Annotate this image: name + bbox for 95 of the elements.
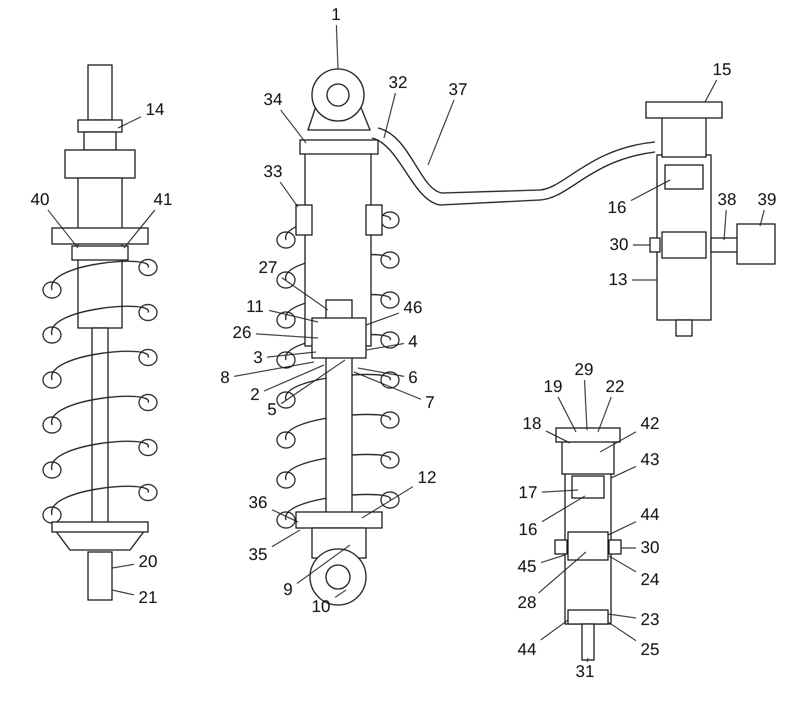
leader-line	[586, 658, 588, 662]
callout-number: 42	[640, 415, 660, 433]
callout-number: 19	[544, 378, 562, 396]
callout-number: 3	[253, 349, 263, 367]
leader-line	[538, 552, 586, 594]
leader-line	[366, 343, 404, 350]
leader-line	[724, 210, 727, 240]
leader-line	[630, 180, 670, 202]
callout-number: 35	[248, 546, 268, 564]
callout-number: 25	[640, 641, 660, 659]
callout-number: 5	[267, 401, 277, 419]
callout-number: 31	[576, 663, 594, 681]
callout-number: 15	[712, 61, 732, 79]
leader-line	[334, 590, 346, 598]
leader-line	[610, 466, 636, 478]
leader-line	[384, 92, 396, 138]
callout-number: 14	[146, 101, 164, 119]
callout-number: 4	[408, 333, 418, 351]
leader-line	[282, 277, 328, 310]
leader-line	[608, 614, 636, 618]
leader-line	[47, 210, 78, 248]
callout-number: 20	[138, 553, 158, 571]
leader-line	[280, 110, 306, 144]
callout-number: 6	[408, 369, 418, 387]
callout-number: 10	[312, 598, 330, 616]
callout-number: 22	[606, 378, 624, 396]
leader-line	[336, 24, 338, 70]
leader-line	[632, 244, 650, 246]
callout-number: 9	[283, 581, 293, 599]
leader-line	[256, 333, 318, 338]
callout-number: 43	[640, 451, 660, 469]
callout-number: 29	[574, 361, 594, 379]
leader-line	[280, 360, 346, 404]
callout-number: 24	[640, 571, 660, 589]
callout-number: 12	[418, 469, 436, 487]
callout-number: 8	[220, 369, 230, 387]
callout-number: 30	[640, 539, 660, 557]
callout-number: 23	[640, 611, 660, 629]
callout-number: 36	[248, 494, 268, 512]
leader-line	[280, 182, 298, 208]
callout-number: 41	[154, 191, 172, 209]
leader-line	[366, 312, 400, 326]
leader-line	[760, 210, 765, 226]
leader-line	[608, 521, 636, 536]
leader-line	[118, 116, 142, 128]
remote-reservoir-drawing	[372, 101, 776, 337]
callout-number: 39	[758, 191, 776, 209]
callout-number: 2	[250, 386, 260, 404]
callout-number: 16	[518, 521, 538, 539]
leader-line	[112, 564, 134, 568]
leader-line	[124, 210, 156, 248]
leader-line	[234, 362, 314, 377]
leader-line	[112, 590, 134, 596]
callout-number: 40	[30, 191, 50, 209]
leader-line	[558, 396, 576, 432]
leader-line	[358, 368, 404, 377]
leader-line	[264, 364, 324, 392]
leader-line	[296, 544, 350, 584]
callout-number: 44	[518, 641, 536, 659]
leader-line	[542, 496, 586, 522]
callout-number: 33	[264, 163, 282, 181]
leader-line	[266, 352, 316, 358]
callout-number: 44	[640, 506, 660, 524]
callout-number: 16	[608, 199, 626, 217]
callout-number: 11	[246, 298, 264, 316]
callout-number: 37	[448, 81, 468, 99]
callout-number: 17	[518, 484, 538, 502]
leader-line	[608, 556, 636, 572]
leader-line	[600, 431, 636, 452]
leader-line	[354, 372, 422, 400]
callout-number: 13	[608, 271, 628, 289]
callout-number: 21	[138, 589, 158, 607]
leader-line	[608, 622, 636, 642]
callout-number: 18	[522, 415, 542, 433]
leader-line	[362, 486, 414, 518]
leader-line	[704, 80, 718, 102]
leader-line	[584, 380, 588, 430]
callout-number: 34	[264, 91, 282, 109]
callout-number: 38	[718, 191, 736, 209]
callout-number: 30	[610, 236, 628, 254]
remote-reservoir-drawing	[554, 427, 622, 661]
leader-line	[428, 100, 454, 166]
callout-number: 28	[518, 594, 536, 612]
callout-number: 27	[258, 259, 278, 277]
leader-line	[272, 530, 300, 548]
callout-number: 45	[518, 558, 536, 576]
callout-number: 7	[425, 394, 435, 412]
callout-number: 46	[404, 299, 422, 317]
callout-number: 32	[388, 74, 408, 92]
callout-number: 1	[331, 6, 341, 24]
leader-line	[540, 620, 568, 640]
leader-line	[598, 396, 612, 432]
leader-line	[542, 490, 578, 493]
leader-line	[540, 554, 566, 564]
callout-number: 26	[232, 324, 252, 342]
